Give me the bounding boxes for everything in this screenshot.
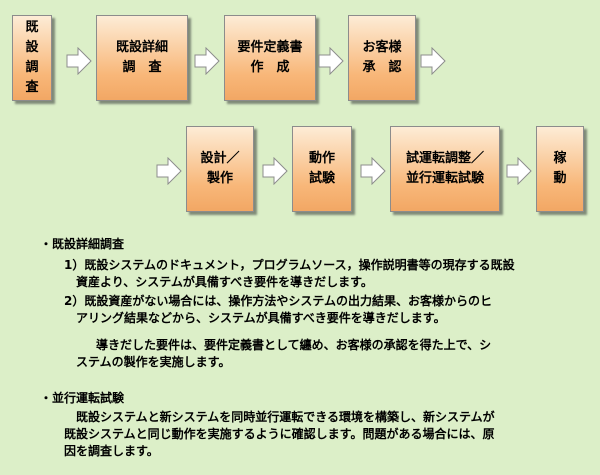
box-sekkei-seisaku-label: 設計／ 製作 — [200, 151, 240, 186]
flow-arrow-right-icon — [262, 157, 288, 185]
flow-arrow-right-icon — [156, 157, 182, 185]
box-youken-teigisho-label: 要件定義書 作 成 — [237, 40, 303, 75]
box-kisetsu-chousa-label: 既 設 調 査 — [25, 20, 39, 95]
section-title-kisetsu-shosai: ・既設詳細調査 — [40, 237, 125, 251]
flow-arrow-right-icon — [360, 157, 386, 185]
note-sec2-line3: 因を調査します。 — [64, 444, 159, 458]
note-paragraph-line1: 導きだした要件は、要件定義書として纏め、お客様の承認を得た上で、シ — [96, 338, 492, 352]
note-item1-line1: 1）既設システムのドキュメント，プログラムソース，操作説明書等の現存する既設 — [64, 258, 515, 272]
box-shiunten-chousei-label: 試運転調整／ 並行運転試験 — [405, 151, 484, 186]
box-okyakusama-shonin: お客様 承 認 — [348, 15, 416, 101]
box-sekkei-seisaku: 設計／ 製作 — [186, 126, 254, 212]
box-dousa-shiken: 動作 試験 — [292, 126, 352, 212]
box-kisetsu-shosai-chousa: 既設詳細 調 査 — [96, 15, 188, 101]
flow-arrow-right-icon — [420, 47, 446, 75]
box-kadou: 稼 動 — [536, 126, 584, 212]
note-item2-line1: 2）既設資産がない場合には、操作方法やシステムの出力結果、お客様からのヒ — [64, 294, 492, 308]
note-paragraph-line2: ステムの製作を実施します。 — [76, 355, 231, 369]
flow-arrow-right-icon — [318, 47, 344, 75]
box-shiunten-chousei: 試運転調整／ 並行運転試験 — [390, 126, 500, 212]
box-okyakusama-shonin-label: お客様 承 認 — [362, 40, 402, 75]
box-kadou-label: 稼 動 — [553, 151, 567, 186]
flow-arrow-right-icon — [506, 157, 532, 185]
box-youken-teigisho: 要件定義書 作 成 — [224, 15, 316, 101]
flow-arrow-right-icon — [66, 47, 92, 75]
box-kisetsu-chousa: 既 設 調 査 — [12, 15, 52, 101]
note-item2-line2: アリング結果などから、システムが具備すべき要件を導きだします。 — [76, 311, 446, 325]
note-sec2-line2: 既設システムと同じ動作を実施するように確認します。問題がある場合には、原 — [64, 427, 495, 441]
section-title-heikou-unten: ・並行運転試験 — [40, 391, 125, 405]
box-dousa-shiken-label: 動作 試験 — [308, 151, 335, 186]
box-kisetsu-shosai-chousa-label: 既設詳細 調 査 — [115, 40, 168, 75]
note-sec2-line1: 既設システムと新システムを同時並行運転できる環境を構築し、新システムが — [76, 410, 495, 424]
flow-arrow-right-icon — [194, 47, 220, 75]
note-item1-line2: 資産より、システムが具備すべき要件を導きだします。 — [76, 275, 373, 289]
